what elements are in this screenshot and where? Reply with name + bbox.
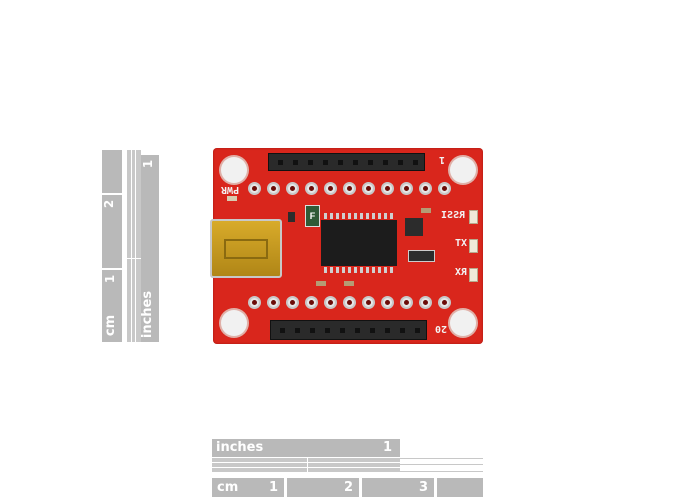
fuse-label: F (309, 211, 316, 221)
rssi-led (469, 210, 478, 224)
vertical-ruler-cm-segment-1: 1 cm (102, 270, 122, 342)
silkscreen-pwr: PWR (221, 184, 240, 195)
mounting-hole-bottom-left (221, 310, 247, 336)
vertical-ruler-cm-segment-2: 2 (102, 195, 122, 268)
silkscreen-rx: RX (455, 267, 468, 278)
mounting-hole-top-left (221, 157, 247, 183)
rx-led (469, 268, 478, 282)
horizontal-ruler-cm-segment-4 (437, 478, 483, 497)
horizontal-ruler-cm-segment-1: cm 1 (212, 478, 284, 497)
vertical-ruler-cm-segment-top (102, 150, 122, 193)
vertical-ruler-inches-tick-1: 1 (141, 159, 156, 169)
vertical-ruler-tick-strip (126, 150, 141, 342)
smd-capacitor (288, 212, 295, 222)
vertical-ruler-inches-label: inches (140, 290, 156, 339)
horizontal-ruler-cm-segment-2: 2 (287, 478, 359, 497)
horizontal-ruler-inches-label: inches (216, 440, 264, 455)
smd-resistor-2 (316, 281, 326, 286)
voltage-regulator (405, 218, 423, 236)
horizontal-ruler-cm-label: cm (217, 480, 239, 495)
vertical-ruler-cm-tick-1: 1 (103, 274, 118, 284)
fuse-component: F (305, 205, 320, 227)
horizontal-ruler-tick-extension (400, 458, 483, 472)
smd-resistor-1 (421, 208, 431, 213)
horizontal-ruler-cm-tick-2: 2 (343, 480, 353, 495)
horizontal-ruler-tick-strip (212, 458, 400, 472)
silkscreen-pin-20: 20 (435, 323, 448, 334)
tx-led (469, 239, 478, 253)
usb-port-opening (224, 239, 268, 259)
female-header-bottom (270, 320, 427, 340)
horizontal-ruler-cm-tick-3: 3 (418, 480, 428, 495)
mounting-hole-bottom-right (450, 310, 476, 336)
pwr-led (227, 196, 237, 201)
horizontal-ruler-cm-segment-3: 3 (362, 478, 434, 497)
mini-usb-connector (210, 219, 282, 278)
smd-resistor-3 (344, 281, 354, 286)
horizontal-ruler-inches-segment: inches 1 (212, 439, 400, 457)
vertical-ruler-inches-segment: 1 inches (140, 155, 159, 342)
horizontal-ruler-cm-tick-1: 1 (268, 480, 278, 495)
silkscreen-pin-1: 1 (439, 154, 446, 165)
silkscreen-tx: TX (455, 238, 468, 249)
mounting-hole-top-right (450, 157, 476, 183)
main-ic-chip (321, 220, 397, 266)
vertical-ruler-cm-tick-2: 2 (102, 199, 117, 209)
female-header-top (268, 153, 425, 171)
horizontal-ruler-inches-tick-1: 1 (382, 440, 392, 455)
crystal (408, 250, 435, 262)
vertical-ruler-cm-label: cm (103, 314, 119, 337)
silkscreen-rssi: RSSI (441, 210, 466, 221)
